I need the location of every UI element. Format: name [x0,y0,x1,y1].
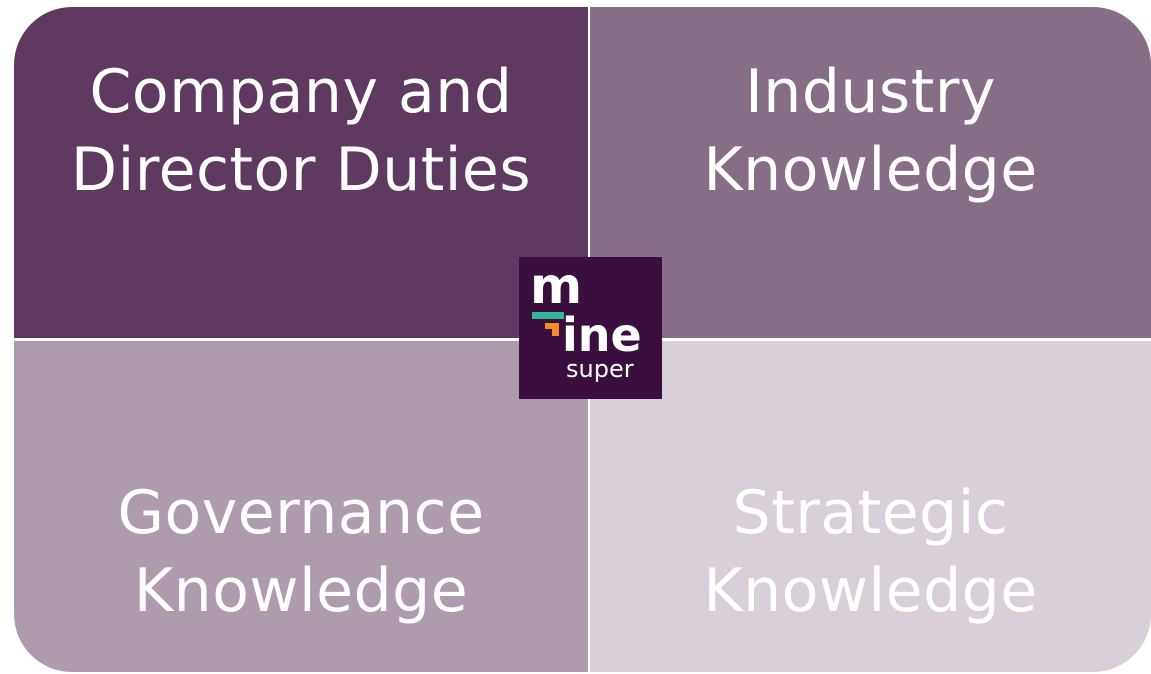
logo-word-ine: ine [562,308,642,362]
quadrant-label: Governance Knowledge [117,478,485,626]
logo-orange-stem [552,323,559,336]
logo-green-bar [532,312,564,319]
knowledge-quadrant-grid: Company and Director Duties Industry Kno… [14,7,1151,674]
quadrant-label: Company and Director Duties [70,57,532,205]
mine-super-logo: m ine super [519,257,662,399]
quadrant-label: Strategic Knowledge [703,478,1038,626]
quadrant-label: Industry Knowledge [703,57,1038,205]
quadrant-industry-knowledge: Industry Knowledge [590,7,1151,338]
logo-word-super: super [566,355,634,383]
quadrant-strategic-knowledge: Strategic Knowledge [590,341,1151,672]
quadrant-company-director-duties: Company and Director Duties [14,7,588,338]
quadrant-governance-knowledge: Governance Knowledge [14,341,588,672]
logo-letter-m: m [530,257,583,315]
